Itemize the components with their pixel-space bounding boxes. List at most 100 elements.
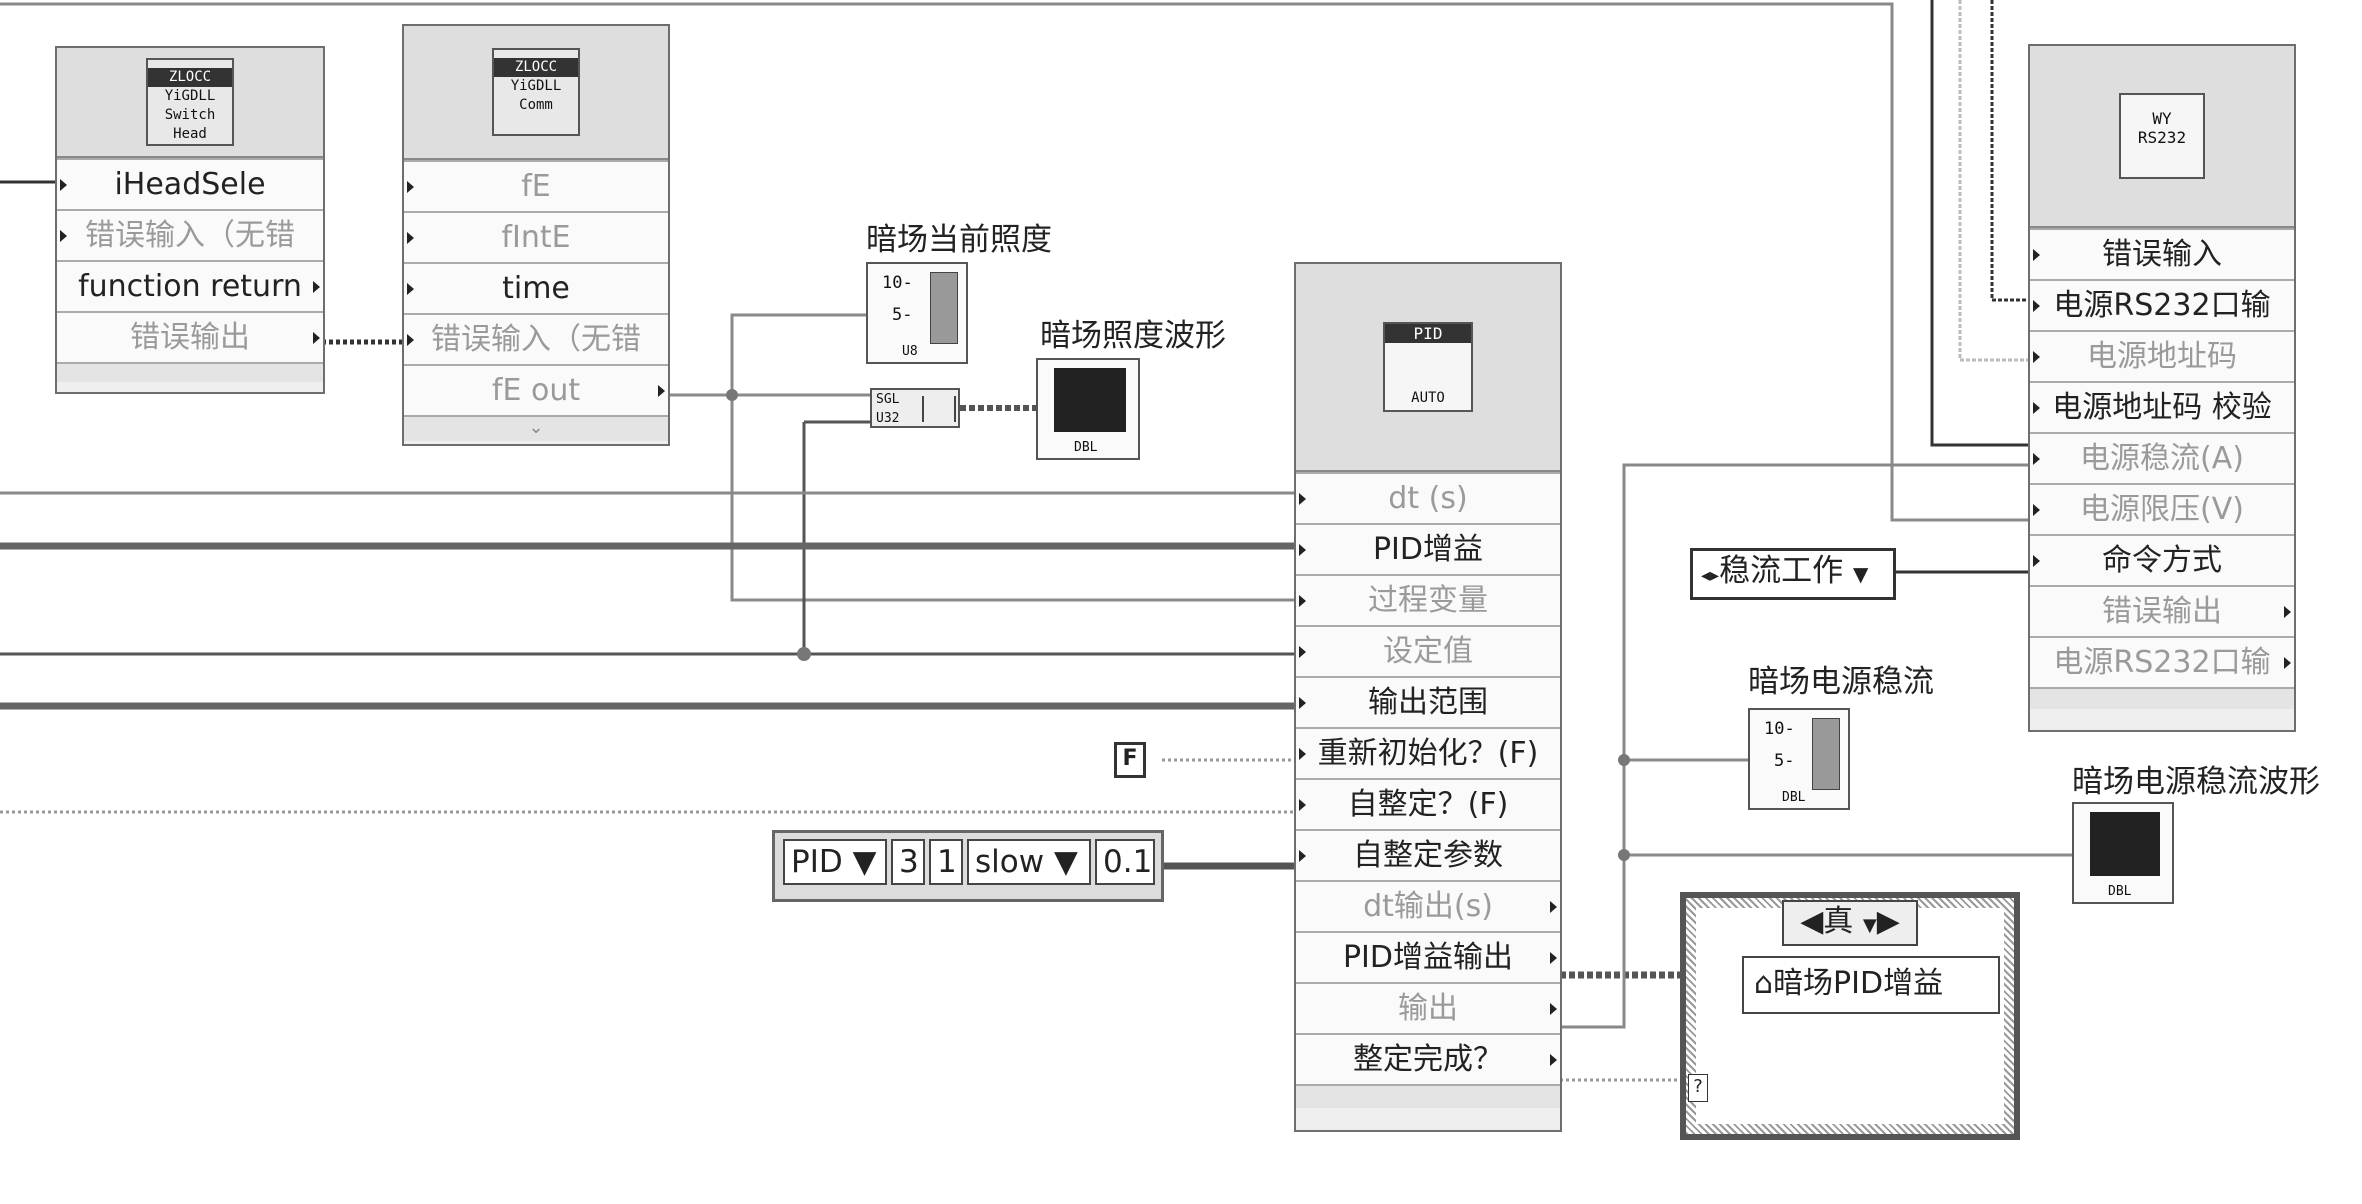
illuminance-waveform-label: 暗场照度波形 [1040,318,1226,354]
subvi-header: ZLOCC YiGDLL Comm [404,26,668,160]
terminal-time[interactable]: time [404,262,668,313]
terminal-rs232-out[interactable]: 电源RS232口输 [2030,636,2294,687]
terminal-tuning-complete[interactable]: 整定完成？ [1296,1033,1560,1084]
terminal-function-return[interactable]: function return [57,260,323,311]
terminal-dt[interactable]: dt (s) [1296,472,1560,523]
input-pin-icon [60,179,67,191]
current-waveform-indicator[interactable]: DBL [2072,802,2174,904]
terminal-error-out[interactable]: 错误输出 [2030,585,2294,636]
terminal-label: dt (s) [1388,481,1468,516]
terminal-label: 错误输出 [130,320,250,355]
terminal-command-mode[interactable]: 命令方式 [2030,534,2294,585]
param-n2[interactable]: 1 [929,839,963,885]
prev-case-icon[interactable]: ◀ [1800,904,1824,939]
dropdown-arrow-icon: ▼ [1862,915,1877,936]
param-value[interactable]: 0.1 [1095,839,1155,885]
illuminance-waveform-indicator[interactable]: DBL [1036,358,1140,460]
speed-enum[interactable]: slow ▼ [967,839,1091,885]
pid-icon: PID AUTO [1383,322,1473,412]
terminal-fe[interactable]: fE [404,160,668,211]
expand-chevron-icon[interactable]: ⌄ [404,415,668,441]
bar-icon [930,272,958,344]
terminal-rs232-in[interactable]: 电源RS232口输 [2030,279,2294,330]
icon-line: Head [173,126,207,142]
icon-top: PID [1385,324,1471,343]
terminal-finte[interactable]: fIntE [404,211,668,262]
mode-enum-constant[interactable]: ◂▸稳流工作 ▼ [1690,548,1896,600]
terminal-iheadsele[interactable]: iHeadSele [57,158,323,209]
input-pin-icon [1299,799,1306,811]
output-pin-icon [1550,1003,1557,1015]
comm-subvi[interactable]: ZLOCC YiGDLL Comm fE fIntE time 错误输入（无错 … [402,24,670,446]
next-case-icon[interactable]: ▶ [1876,904,1900,939]
icon-line: RS232 [2137,128,2187,147]
terminal-label: 整定完成？ [1353,1042,1503,1077]
scale-top: 10- [1764,719,1795,739]
terminal-dt-out[interactable]: dt输出(s) [1296,880,1560,931]
terminal-voltage-limit[interactable]: 电源限压(V) [2030,483,2294,534]
pid-autotune-node[interactable]: PID AUTO dt (s) PID增益 过程变量 设定值 输出范围 重新初始… [1294,262,1562,1132]
mode-enum[interactable]: PID ▼ [783,839,887,885]
terminal-address[interactable]: 电源地址码 [2030,330,2294,381]
terminal-process-variable[interactable]: 过程变量 [1296,574,1560,625]
terminal-label: 电源限压(V) [2080,492,2244,527]
type-convert-node[interactable]: SGL U32 [870,388,960,428]
local-variable-node[interactable]: ⌂暗场PID增益 [1742,956,2000,1014]
terminal-error-in[interactable]: 错误输入 [2030,228,2294,279]
type-badge: DBL [1782,790,1806,805]
input-pin-icon [1299,697,1306,709]
icon-line: ZLOCC [494,58,578,77]
terminal-pid-gain-out[interactable]: PID增益输出 [1296,931,1560,982]
input-pin-icon [60,230,67,242]
terminal-label: time [502,271,570,306]
dropdown-arrow-icon: ▼ [852,844,877,880]
terminal-label: 错误输入（无错 [85,218,295,253]
terminal-autotune[interactable]: 自整定？(F) [1296,778,1560,829]
rs232-icon: WY RS232 [2119,93,2205,179]
input-pin-icon [1299,850,1306,862]
terminal-output[interactable]: 输出 [1296,982,1560,1033]
false-constant[interactable]: F [1114,742,1146,778]
terminal-reinitialize[interactable]: 重新初始化？(F) [1296,727,1560,778]
type-badge: DBL [2108,884,2132,899]
terminal-error-in[interactable]: 错误输入（无错 [404,313,668,364]
terminal-label: 电源地址码 校验 [2052,390,2272,425]
input-pin-icon [2033,300,2040,312]
param-n1[interactable]: 3 [891,839,925,885]
type-badge: U8 [902,344,918,359]
terminal-label: 输出 [1398,991,1458,1026]
current-indicator[interactable]: 10- 5- DBL [1748,708,1850,810]
terminal-output-range[interactable]: 输出范围 [1296,676,1560,727]
terminal-address-checksum[interactable]: 电源地址码 校验 [2030,381,2294,432]
terminal-label: 电源RS232口输 [2053,645,2271,680]
mode-enum-value: 稳流工作 [1719,553,1844,589]
terminal-current[interactable]: 电源稳流(A) [2030,432,2294,483]
illuminance-indicator[interactable]: 10- 5- U8 [866,262,968,364]
case-tunnel[interactable]: ? [1688,1074,1708,1102]
terminal-error-out[interactable]: 错误输出 [57,311,323,362]
terminal-fe-out[interactable]: fE out [404,364,668,415]
pid-curve-icon [1385,343,1471,389]
output-pin-icon [2284,606,2291,618]
autotune-params-cluster[interactable]: PID ▼ 3 1 slow ▼ 0.1 [772,830,1164,902]
wy-rs232-subvi[interactable]: WY RS232 错误输入 电源RS232口输 电源地址码 电源地址码 校验 电… [2028,44,2296,732]
subvi-footer [1296,1084,1560,1108]
terminal-error-in[interactable]: 错误输入（无错 [57,209,323,260]
case-selector[interactable]: ◀真 ▼▶ [1782,900,1918,946]
terminal-autotune-params[interactable]: 自整定参数 [1296,829,1560,880]
terminal-label: fE out [491,373,581,408]
terminal-label: 错误输入（无错 [431,322,641,357]
subvi-header: ZLOCC YiGDLL Switch Head [57,48,323,158]
input-pin-icon [407,181,414,193]
selector-value: 真 [1823,904,1854,939]
local-variable-label: 暗场PID增益 [1773,966,1944,1001]
terminal-setpoint[interactable]: 设定值 [1296,625,1560,676]
dropdown-arrow-icon: ▼ [1852,562,1869,586]
comm-icon: ZLOCC YiGDLL Comm [492,48,580,136]
terminal-label: 自整定参数 [1353,838,1503,873]
terminal-pid-gain[interactable]: PID增益 [1296,523,1560,574]
case-structure[interactable]: ◀真 ▼▶ ⌂暗场PID增益 ? [1680,892,2020,1140]
terminal-label: 错误输入 [2102,237,2222,272]
icon-line: YiGDLL [510,78,562,94]
switch-head-subvi[interactable]: ZLOCC YiGDLL Switch Head iHeadSele 错误输入（… [55,46,325,394]
